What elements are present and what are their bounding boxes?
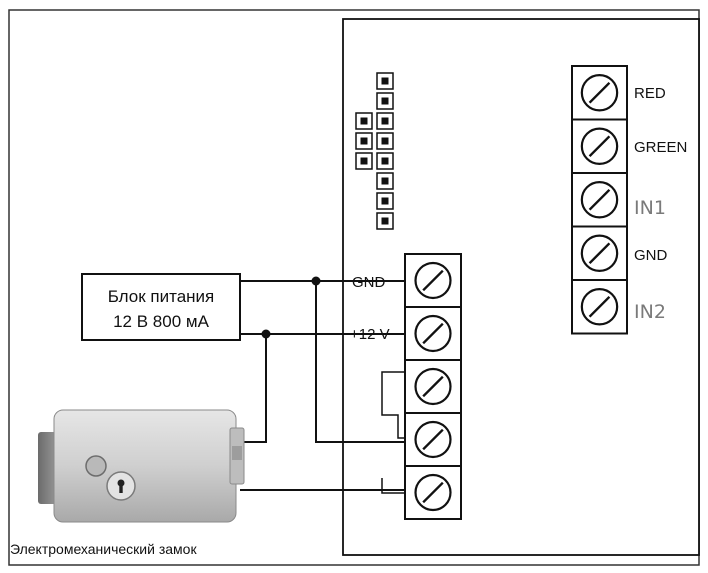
right-terminal-label-5: IN2 — [634, 301, 666, 323]
pin-header — [355, 72, 394, 230]
wires — [240, 280, 405, 494]
header-pin-dot — [381, 157, 389, 165]
screw-slot — [422, 269, 444, 292]
lock-faceplate — [38, 432, 58, 504]
right-terminal-1 — [571, 65, 628, 121]
header-pin-dot — [360, 137, 368, 145]
main-terminal-2 — [404, 306, 462, 361]
power-supply-box — [81, 273, 241, 341]
header-pin-dot — [381, 77, 389, 85]
main-terminal-5 — [404, 465, 462, 520]
right-terminal-4 — [571, 225, 628, 281]
header-pin-dot — [381, 117, 389, 125]
header-pin-dot — [381, 217, 389, 225]
lock-body — [53, 409, 237, 523]
junction-dot-12v — [261, 329, 271, 339]
right-terminal-label-3: IN1 — [634, 197, 666, 219]
right-terminal-label-2: GREEN — [634, 139, 687, 156]
right-terminal-label-4: GND — [634, 247, 668, 264]
controller-board — [342, 18, 700, 556]
screw-slot — [422, 322, 444, 345]
terminal-label-12v: +12 V — [350, 326, 390, 343]
wire-lock-to-12v — [240, 334, 267, 443]
power-supply: Блок питания 12 В 800 мА — [81, 273, 241, 341]
screw-slot — [422, 428, 444, 451]
main-terminal-4 — [404, 412, 462, 467]
header-pin-dot — [381, 97, 389, 105]
header-pin-dot — [381, 197, 389, 205]
keyhole-slot — [119, 484, 123, 493]
header-pin-dot — [381, 137, 389, 145]
right-terminal-label-1: RED — [634, 85, 666, 102]
terminal-label-gnd: GND — [352, 274, 386, 291]
lock-image: Электромеханический замок — [10, 409, 245, 557]
screw-slot — [588, 242, 611, 265]
right-terminal-5 — [571, 279, 628, 335]
screw-slot — [588, 295, 611, 318]
power-supply-label-line2: 12 В 800 мА — [113, 312, 209, 331]
lock-button — [85, 455, 107, 477]
jumper-wire — [381, 371, 405, 439]
main-terminal-block — [404, 253, 462, 520]
screw-slot — [422, 375, 444, 398]
header-pin-dot — [360, 157, 368, 165]
bracket-wire — [381, 478, 405, 494]
lock-caption: Электромеханический замок — [10, 541, 197, 557]
right-terminal-2 — [571, 118, 628, 174]
screw-slot — [422, 481, 444, 504]
main-terminal-1 — [404, 253, 462, 308]
header-pin-dot — [381, 177, 389, 185]
header-pin-dot — [360, 117, 368, 125]
wire-lock-to-gnd — [315, 281, 405, 443]
screw-slot — [588, 135, 611, 158]
main-terminal-3 — [404, 359, 462, 414]
keyhole-icon — [117, 479, 125, 487]
lock-terminal — [232, 446, 242, 460]
power-supply-label-line1: Блок питания — [108, 287, 215, 306]
junction-dot-gnd — [311, 276, 321, 286]
screw-slot — [588, 188, 611, 211]
screw-slot — [588, 81, 611, 104]
right-terminal-3 — [571, 172, 628, 228]
